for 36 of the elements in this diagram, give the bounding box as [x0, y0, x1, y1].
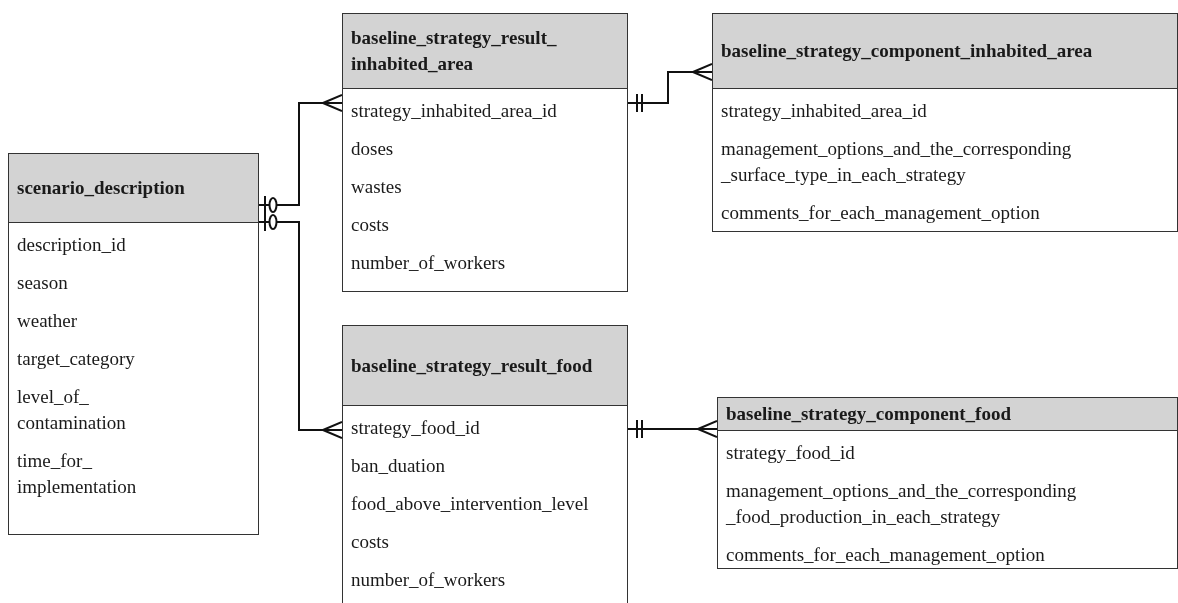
field-name: ban_duation: [351, 454, 446, 478]
relationship-line: [627, 63, 713, 113]
field-name: comments_for_each_management_option: [721, 201, 1041, 225]
entity-table: [8, 153, 259, 535]
field-name: number_of_workers: [351, 251, 507, 275]
entity-table: [712, 13, 1178, 232]
field-name: food_above_intervention_level: [351, 492, 590, 516]
relationship-line: [627, 419, 718, 439]
field-name: comments_for_each_management_option: [726, 543, 1046, 567]
field-name: strategy_food_id: [726, 441, 856, 465]
field-name: strategy_inhabited_area_id: [721, 99, 928, 123]
entity-table: [717, 397, 1178, 569]
field-name: wastes: [351, 175, 403, 199]
field-name: target_category: [17, 347, 136, 371]
field-name: strategy_food_id: [351, 416, 481, 440]
field-name: description_id: [17, 233, 127, 257]
field-name: doses: [351, 137, 395, 161]
field-name: weather: [17, 309, 79, 333]
table-header: baseline_strategy_result_ inhabited_area: [343, 14, 627, 89]
table-header: baseline_strategy_component_food: [718, 398, 1177, 431]
field-name: number_of_workers: [351, 568, 507, 592]
field-name: time_for_ implementation: [17, 449, 138, 499]
field-name: strategy_inhabited_area_id: [351, 99, 558, 123]
entity-table: [342, 325, 628, 603]
field-name: season: [17, 271, 69, 295]
entity-table: [342, 13, 628, 292]
relationship-line: [258, 94, 343, 215]
table-header: baseline_strategy_result_food: [343, 326, 627, 406]
field-name: management_options_and_the_corresponding _surface_type_in_each_strategy: [721, 137, 1073, 187]
table-header: scenario_description: [9, 154, 258, 223]
relationship-line: [258, 212, 343, 439]
field-name: level_of_ contamination: [17, 385, 127, 435]
field-name: costs: [351, 530, 390, 554]
table-header: baseline_strategy_component_inhabited_area: [713, 14, 1177, 89]
field-name: costs: [351, 213, 390, 237]
field-name: management_options_and_the_corresponding _food_production_in_each_strategy: [726, 479, 1078, 529]
